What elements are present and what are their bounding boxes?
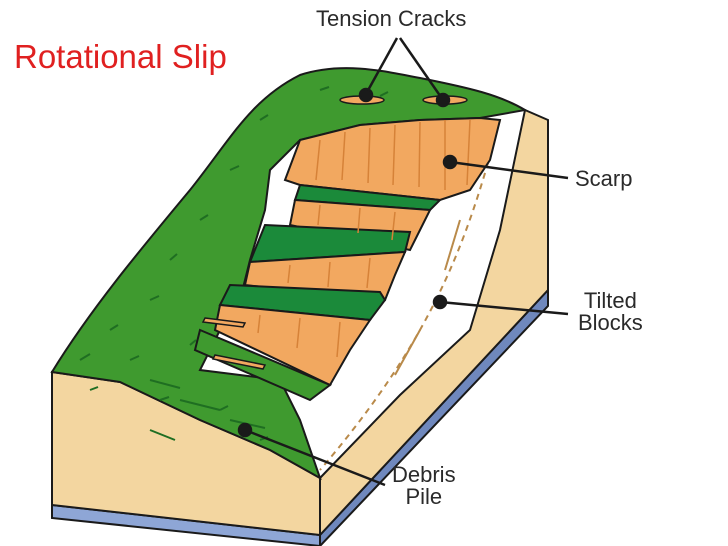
label-debris-pile-line1: Debris <box>392 462 456 487</box>
slip-arrow-1 <box>444 219 461 271</box>
label-debris-pile-line2: Pile <box>405 484 443 509</box>
scarp-group <box>283 116 502 202</box>
diagram-title: Rotational Slip <box>14 38 227 75</box>
leader-tension-1 <box>364 37 399 95</box>
label-scarp: Scarp <box>575 166 633 191</box>
label-tilted-blocks-line2: Blocks <box>578 310 643 335</box>
dot-debris-pile <box>237 422 253 438</box>
tilted-block-3-ledge <box>218 283 387 322</box>
label-tilted-blocks-line1: Tilted <box>583 288 637 313</box>
debris-crack-2 <box>201 317 247 328</box>
leader-tension-2 <box>398 37 445 101</box>
label-tension-cracks: Tension Cracks <box>316 6 467 31</box>
dot-tension-2 <box>435 92 451 108</box>
leader-debris-pile <box>244 428 386 487</box>
dot-tilted-blocks <box>432 294 448 310</box>
tilted-blocks <box>213 183 443 387</box>
debris-crack-1 <box>211 354 267 370</box>
debris-pile <box>149 317 332 441</box>
leader-lines <box>237 37 569 487</box>
label-debris-pile: Debris Pile <box>392 464 456 508</box>
tilted-block-striations <box>257 204 396 358</box>
dot-scarp <box>442 154 458 170</box>
leader-scarp <box>449 160 569 180</box>
tilted-block-3-face <box>213 303 372 387</box>
debris-texture <box>149 379 266 441</box>
slip-arrow-2 <box>394 329 421 376</box>
scarp-face <box>283 116 502 202</box>
label-tilted-blocks: Tilted Blocks <box>578 290 643 334</box>
dot-tension-1 <box>358 87 374 103</box>
grass-surface <box>50 67 528 481</box>
leader-tilted-blocks <box>439 300 569 316</box>
scarp-striations <box>315 119 471 190</box>
